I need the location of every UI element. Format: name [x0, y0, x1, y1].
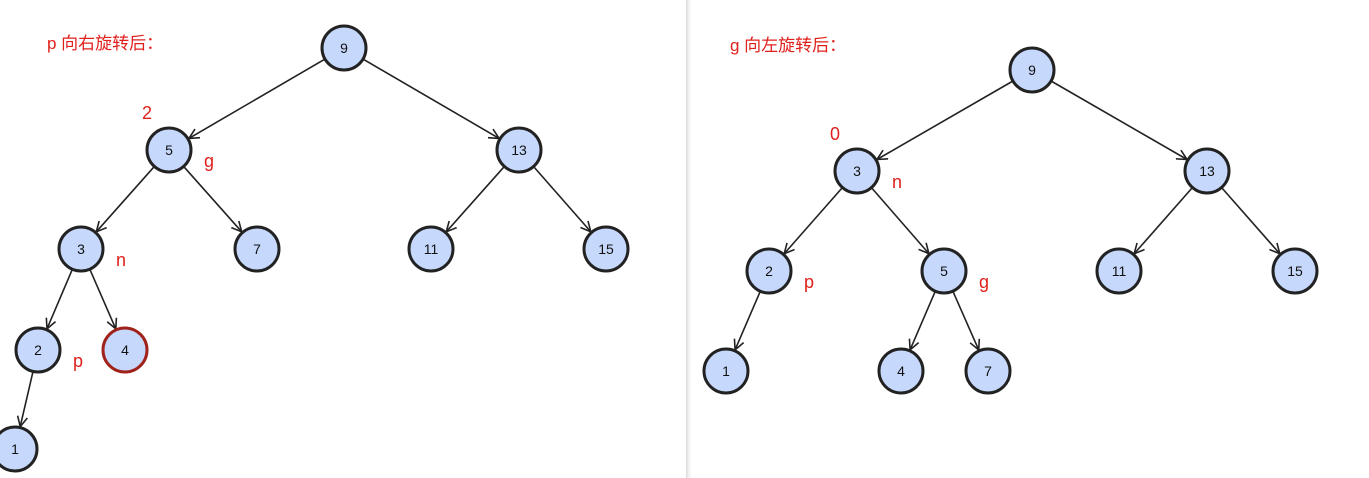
- tree-node-3: 3: [57, 225, 105, 273]
- tree-node-4: 4: [877, 347, 925, 395]
- tree-node-7: 7: [233, 225, 281, 273]
- edge-L9-L13: [362, 58, 499, 138]
- node-value: 9: [1028, 62, 1036, 78]
- tree-node-5: 5: [145, 126, 193, 174]
- node-circle: [833, 147, 881, 195]
- node-value: 9: [340, 40, 348, 56]
- tree-node-7: 7: [964, 347, 1012, 395]
- node-circle: [582, 225, 630, 273]
- highlighted-node-circle: [101, 326, 149, 374]
- right-title: g 向左旋转后：: [730, 36, 846, 55]
- edge-L9-L5: [189, 58, 326, 138]
- annotation-g: g: [204, 151, 214, 171]
- node-circle: [233, 225, 281, 273]
- node-circle: [407, 225, 455, 273]
- node-value: 1: [11, 441, 19, 457]
- node-circle: [57, 225, 105, 273]
- tree-node-15: 15: [582, 225, 630, 273]
- edge-R13-R11: [1134, 186, 1194, 254]
- edge-L3-L4: [89, 268, 116, 329]
- tree-node-13: 13: [1183, 147, 1231, 195]
- tree-node-5: 5: [920, 247, 968, 295]
- annotation-g: g: [979, 272, 989, 292]
- edge-R13-R15: [1220, 186, 1280, 254]
- edge-R5-R4: [910, 290, 937, 350]
- tree-node-9: 9: [320, 24, 368, 72]
- node-value: 13: [511, 142, 527, 158]
- edge-R3-R2: [784, 186, 844, 254]
- node-circle: [14, 326, 62, 374]
- node-circle: [964, 347, 1012, 395]
- tree-node-15: 15: [1271, 247, 1319, 295]
- node-value: 2: [765, 263, 773, 279]
- edge-L2-L1: [20, 371, 34, 426]
- node-value: 11: [1112, 263, 1127, 279]
- edge-R9-R13: [1050, 80, 1187, 160]
- node-value: 11: [424, 241, 439, 257]
- edge-L13-L15: [532, 165, 591, 232]
- edge-L3-L2: [47, 268, 74, 329]
- node-circle: [320, 24, 368, 72]
- annotation-2: 2: [142, 103, 152, 123]
- node-circle: [1271, 247, 1319, 295]
- node-circle: [920, 247, 968, 295]
- node-value: 3: [853, 163, 861, 179]
- edge-R3-R5: [870, 187, 928, 254]
- node-circle: [0, 425, 39, 473]
- annotation-n: n: [116, 250, 126, 270]
- node-value: 4: [121, 342, 129, 358]
- tree-after-right-rotation: p 向右旋转后： 9 5 13 3 7 11 15 2 4 1 2 g n p: [0, 24, 630, 473]
- node-circle: [1095, 247, 1143, 295]
- tree-node-11: 11: [407, 225, 455, 273]
- node-value: 15: [598, 241, 614, 257]
- node-value: 3: [77, 241, 85, 257]
- node-value: 5: [940, 263, 948, 279]
- node-circle: [702, 347, 750, 395]
- node-value: 7: [253, 241, 261, 257]
- annotation-0: 0: [830, 124, 840, 144]
- edge-R2-R1: [735, 290, 762, 350]
- edge-L5-L7: [183, 165, 242, 231]
- node-value: 7: [984, 363, 992, 379]
- node-value: 1: [722, 363, 730, 379]
- edge-L13-L11: [446, 165, 505, 231]
- tree-node-4: 4: [101, 326, 149, 374]
- node-value: 13: [1199, 163, 1215, 179]
- annotation-p: p: [73, 351, 83, 371]
- node-circle: [495, 126, 543, 174]
- node-value: 5: [165, 142, 173, 158]
- tree-node-2: 2: [745, 247, 793, 295]
- tree-node-1: 1: [0, 425, 39, 473]
- node-circle: [745, 247, 793, 295]
- annotation-n: n: [892, 172, 902, 192]
- tree-node-11: 11: [1095, 247, 1143, 295]
- left-title: p 向右旋转后：: [47, 34, 163, 53]
- edge-L5-L3: [96, 165, 155, 231]
- node-value: 4: [897, 363, 905, 379]
- node-circle: [145, 126, 193, 174]
- left-panel: p 向右旋转后： 9 5 13 3 7 11 15 2 4 1 2 g n p: [0, 24, 630, 473]
- panel-divider: [686, 0, 691, 478]
- tree-node-1: 1: [702, 347, 750, 395]
- edge-R5-R7: [952, 290, 979, 350]
- tree-node-2: 2: [14, 326, 62, 374]
- node-circle: [877, 347, 925, 395]
- node-circle: [1008, 46, 1056, 94]
- tree-node-9: 9: [1008, 46, 1056, 94]
- edge-R9-R3: [877, 80, 1014, 160]
- node-value: 2: [34, 342, 42, 358]
- node-value: 15: [1287, 263, 1303, 279]
- tree-node-13: 13: [495, 126, 543, 174]
- annotation-p: p: [804, 272, 814, 292]
- tree-node-3: 3: [833, 147, 881, 195]
- node-circle: [1183, 147, 1231, 195]
